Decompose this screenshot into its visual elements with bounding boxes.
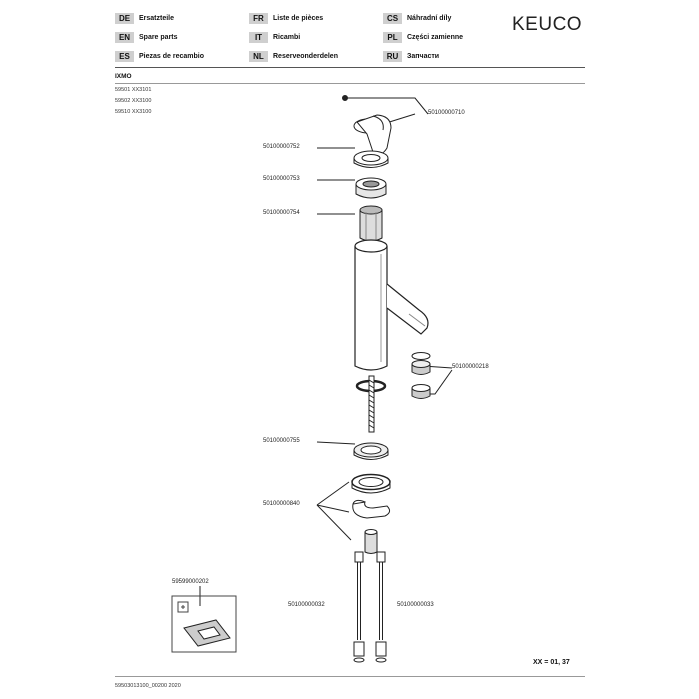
header-divider: [115, 67, 585, 68]
leader-line: [347, 97, 429, 115]
lever-handle: [353, 114, 392, 155]
page-reference: XX = 01, 37: [533, 659, 570, 666]
part-number-lever: 50100000710: [428, 110, 465, 116]
keuco-logo: KEUCO: [512, 14, 583, 35]
set-screw: [342, 95, 348, 101]
mounting-ring: [351, 473, 391, 494]
horseshoe-clamp: [352, 499, 391, 519]
cartridge-nut: [355, 177, 387, 199]
article-number: 59501 XX3101: [115, 87, 152, 93]
leader-line: [316, 441, 356, 445]
part-number-cartridge: 50100000754: [263, 210, 300, 216]
leader-line: [316, 481, 350, 506]
aerator: [411, 352, 431, 399]
base-gasket: [353, 442, 389, 460]
cover-ring: [353, 150, 389, 168]
document-code: 59503013100_00200 2020: [115, 683, 181, 689]
part-number-hose-left: 50100000032: [288, 602, 325, 608]
leader-line: [316, 504, 350, 513]
cartridge: [359, 205, 383, 242]
part-number-base-gasket: 50100000755: [263, 438, 300, 444]
fastening-nut: [364, 529, 378, 554]
part-number-template: 59599000202: [172, 579, 209, 585]
article-number: 59502 XX3100: [115, 98, 152, 104]
part-number-cartridge-nut: 50100000753: [263, 176, 300, 182]
model-name: IXMO: [115, 73, 132, 80]
footer-divider: [115, 676, 585, 677]
article-number: 59510 XX3100: [115, 109, 152, 115]
model-divider: [115, 83, 585, 84]
connection-hose-left: [353, 551, 365, 663]
threaded-rod: [368, 375, 375, 433]
faucet-body: [354, 239, 429, 371]
connection-hose-right: [375, 551, 387, 663]
part-number-aerator: 50100000218: [452, 364, 489, 370]
part-number-cover-ring: 50100000752: [263, 144, 300, 150]
part-number-hose-right: 50100000033: [397, 602, 434, 608]
leader-line: [316, 504, 352, 541]
part-number-mounting-set: 50100000840: [263, 501, 300, 507]
template-kit: [171, 595, 237, 653]
exploded-view-drawing: [171, 95, 453, 663]
